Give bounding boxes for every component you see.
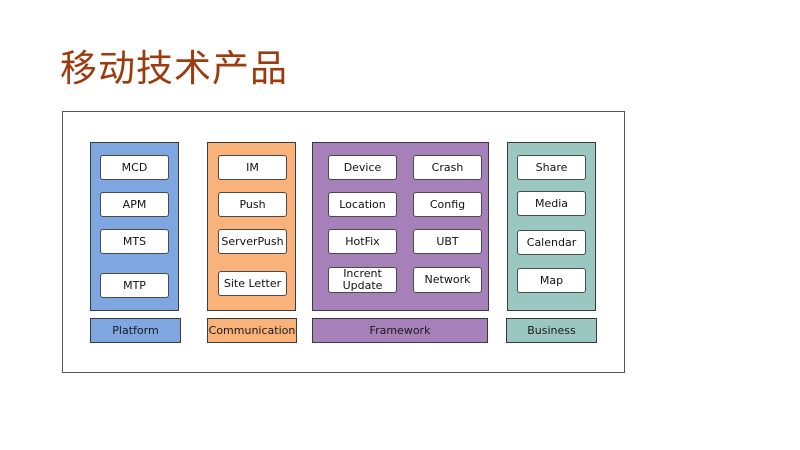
framework-item-crash: Crash bbox=[413, 155, 482, 180]
framework-item-device: Device bbox=[328, 155, 397, 180]
platform-item-mcd: MCD bbox=[100, 155, 169, 180]
business-item-media: Media bbox=[517, 191, 586, 216]
framework-item-incremental-update: Incrent Update bbox=[328, 267, 397, 293]
framework-item-config: Config bbox=[413, 192, 482, 217]
framework-item-ubt: UBT bbox=[413, 229, 482, 254]
framework-item-hotfix: HotFix bbox=[328, 229, 397, 254]
communication-item-serverpush: ServerPush bbox=[218, 229, 287, 254]
business-label: Business bbox=[506, 318, 597, 343]
communication-item-push: Push bbox=[218, 192, 287, 217]
communication-label: Communication bbox=[207, 318, 297, 343]
platform-label: Platform bbox=[90, 318, 181, 343]
framework-label: Framework bbox=[312, 318, 488, 343]
business-item-share: Share bbox=[517, 155, 586, 180]
communication-item-site-letter: Site Letter bbox=[218, 271, 287, 296]
business-item-calendar: Calendar bbox=[517, 230, 586, 255]
framework-item-location: Location bbox=[328, 192, 397, 217]
platform-item-mts: MTS bbox=[100, 229, 169, 254]
slide-title: 移动技术产品 bbox=[60, 47, 288, 90]
business-item-map: Map bbox=[517, 268, 586, 293]
platform-item-apm: APM bbox=[100, 192, 169, 217]
framework-item-network: Network bbox=[413, 267, 482, 293]
communication-item-im: IM bbox=[218, 155, 287, 180]
platform-item-mtp: MTP bbox=[100, 273, 169, 298]
